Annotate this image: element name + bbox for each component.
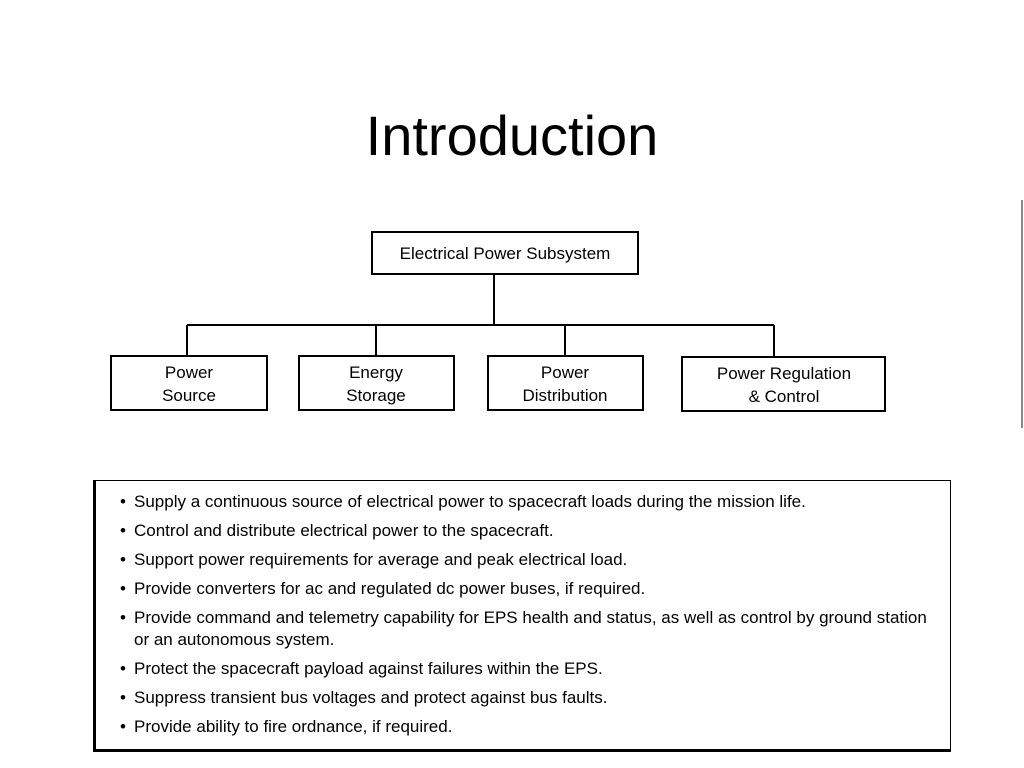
node-power-regulation-control: Power Regulation & Control [681, 356, 886, 412]
list-item: • Provide ability to fire ordnance, if re… [120, 716, 930, 738]
node-box [298, 355, 455, 411]
eps-functions-box: • Supply a continuous source of electrica… [93, 480, 951, 752]
list-item: • Support power requirements for average … [120, 549, 930, 571]
node-label-line-1: Energy [349, 363, 403, 382]
eps-hierarchy-diagram: Electrical Power Subsystem Power Source … [110, 231, 886, 412]
list-item: • Control and distribute electrical power… [120, 520, 930, 542]
node-box [110, 355, 268, 411]
list-item-text: Provide ability to fire ordnance, if req… [134, 717, 453, 736]
list-item: • Protect the spacecraft payload against … [120, 658, 930, 680]
node-label: Electrical Power Subsystem [400, 244, 611, 263]
list-item-text: Protect the spacecraft payload against f… [134, 659, 603, 678]
node-energy-storage: Energy Storage [298, 355, 455, 411]
bullet-marker: • [120, 521, 126, 540]
node-power-source: Power Source [110, 355, 268, 411]
bullet-marker: • [120, 550, 126, 569]
list-item: • Suppress transient bus voltages and pro… [120, 687, 930, 709]
list-item: • Provide command and telemetry capabilit… [120, 607, 930, 651]
bullet-marker: • [120, 579, 126, 598]
list-item-text: Control and distribute electrical power … [134, 521, 554, 540]
bullet-marker: • [120, 717, 126, 736]
list-item-text: Provide converters for ac and regulated … [134, 579, 646, 598]
node-label-line-1: Power [165, 363, 214, 382]
node-box [487, 355, 644, 411]
bullet-marker: • [120, 659, 126, 678]
list-item: • Provide converters for ac and regulated… [120, 578, 930, 600]
bullet-marker: • [120, 608, 126, 627]
node-power-distribution: Power Distribution [487, 355, 644, 411]
connector-lines [186, 274, 775, 357]
bullet-marker: • [120, 492, 126, 511]
list-item-text: Supply a continuous source of electrical… [134, 492, 806, 511]
node-label-line-1: Power Regulation [717, 364, 851, 383]
slide-title: Introduction [365, 103, 659, 167]
eps-functions-list: • Supply a continuous source of electrica… [120, 491, 930, 738]
node-label-line-2: Storage [346, 386, 406, 405]
node-label-line-2: Source [162, 386, 216, 405]
list-item-text: Suppress transient bus voltages and prot… [134, 688, 608, 707]
bullet-marker: • [120, 688, 126, 707]
node-electrical-power-subsystem: Electrical Power Subsystem [371, 231, 639, 275]
node-box [371, 231, 639, 275]
node-label-line-1: Power [541, 363, 590, 382]
list-item-text: Support power requirements for average a… [134, 550, 628, 569]
list-item: • Supply a continuous source of electrica… [120, 491, 930, 513]
list-item-text: Provide command and telemetry capability… [134, 608, 927, 649]
edge-divider [1021, 200, 1023, 428]
node-label-line-2: Distribution [522, 386, 607, 405]
node-label-line-2: & Control [749, 387, 820, 406]
node-box [681, 356, 886, 412]
